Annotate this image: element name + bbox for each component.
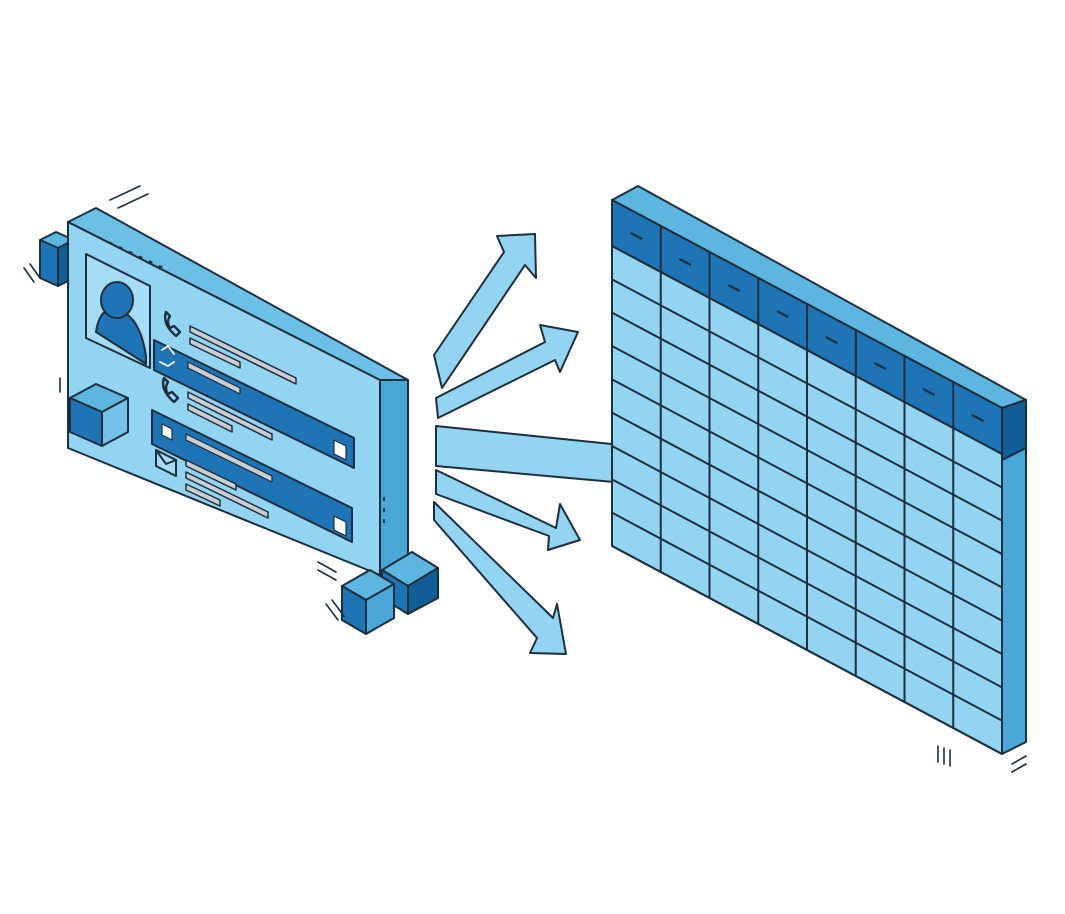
data-bar: [185, 483, 221, 507]
data-bar: [185, 433, 273, 483]
small-cube-icon: [69, 383, 129, 447]
motion-lines: [23, 185, 345, 621]
header-dash-mark: [679, 258, 692, 266]
spreadsheet: [611, 185, 1027, 773]
header-dash-mark: [971, 414, 984, 422]
avatar-icon: [85, 253, 151, 369]
header-dash-mark: [825, 336, 838, 344]
arrow-up: [433, 233, 537, 389]
header-dash-mark: [776, 310, 789, 318]
mail-icon: [155, 449, 177, 477]
arrow-upper-right: [435, 324, 579, 419]
contact-card: [23, 185, 439, 635]
data-bar: [187, 403, 233, 433]
header-dash-mark: [922, 388, 935, 396]
card-side-face: [379, 379, 409, 576]
header-dash-mark: [874, 362, 887, 370]
card-dotted-line: [99, 237, 169, 271]
motion-lines: [937, 745, 1027, 773]
data-bar: [185, 471, 269, 519]
data-bar: [189, 325, 297, 385]
phone-icon: [163, 310, 182, 338]
data-bar: [185, 459, 237, 491]
sheet-header-marks: [630, 232, 984, 422]
copy-icon: [333, 439, 347, 461]
data-bar: [189, 337, 241, 369]
data-bar: [187, 391, 273, 441]
corner-cube-icon: [341, 569, 395, 635]
header-dash-mark: [630, 232, 643, 240]
highlighted-row: [151, 409, 353, 543]
phone-icon: [161, 376, 180, 404]
sheet-grid: [611, 225, 1003, 755]
header-dash-mark: [727, 284, 740, 292]
data-bar: [187, 361, 241, 395]
arrow-lower-right: [435, 469, 581, 551]
highlighted-row: [153, 339, 355, 469]
copy-icon: [333, 515, 347, 537]
recycle-icon: [159, 345, 175, 367]
document-icon: [161, 423, 173, 441]
arrow-down: [433, 501, 567, 655]
